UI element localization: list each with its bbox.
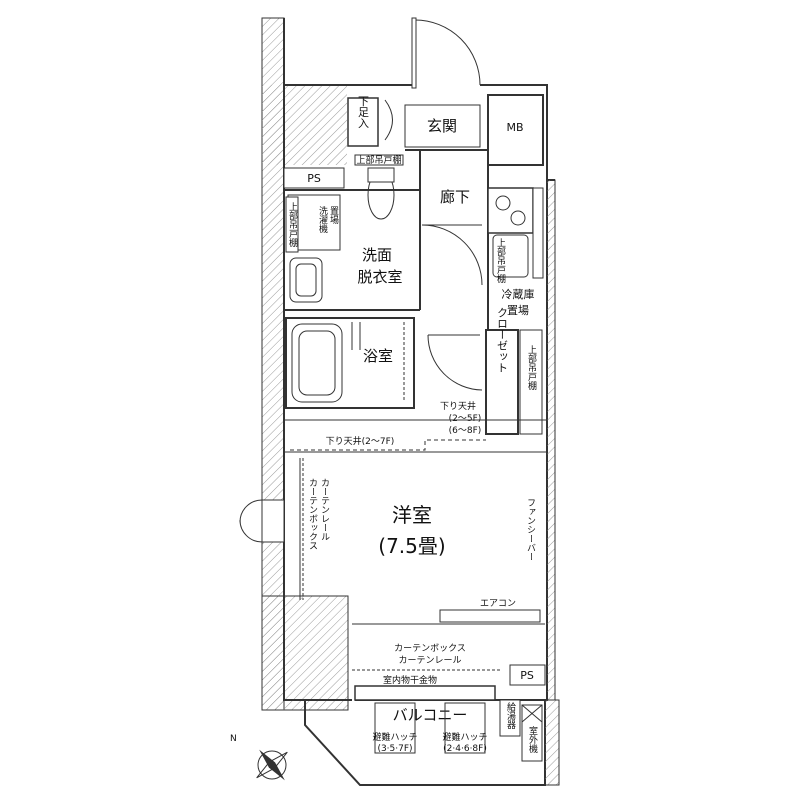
western-room: 洋室 (7.5畳) カーテンボックス カーテンレール ファンシーバー エアコン … [284,451,547,671]
label-outdoor-unit: 室外機 [527,725,538,754]
label-hatch-a1: 避難ハッチ [372,731,417,743]
entrance-door [411,17,481,89]
label-ps-bottom: PS [520,669,534,682]
label-curtain-rail-left: カーテンレール [319,478,330,541]
bottom-strip: 室内物干金物 PS [354,664,546,701]
label-water-heater: 給湯器 [505,701,516,729]
corridor: 廊下 [421,188,483,286]
label-curtain-box-bottom: カーテンボックス [394,643,466,654]
label-upper-right: 上部吊戸棚 [526,345,537,391]
kitchen: 上部吊戸棚 冷蔵庫 置場 [487,187,544,317]
label-ceiling1b: (6〜8F) [449,426,482,436]
label-upper-left: 上部吊戸棚 [287,202,298,248]
label-curtain-box-left: カーテンボックス [307,478,318,550]
label-ceiling1a: (2〜5F) [449,414,482,424]
ps-top: PS [283,167,345,189]
label-geta: 下足入 [357,96,370,129]
drop-ceiling: 下り天井 (2〜5F) (6〜8F) 下り天井(2〜7F) [284,400,547,451]
closet: クローゼット 上部吊戸棚 [427,307,543,435]
genkan-area: 玄関 MB [404,94,544,166]
toilet: 上部吊戸棚 [354,154,404,220]
label-curtain-rail-bottom: カーテンレール [398,655,461,666]
label-washer2: 置場 [328,206,339,225]
label-hatch-b1: 避難ハッチ [442,731,487,743]
washer-space: 洗濯機 置場 上部吊戸棚 [285,194,341,303]
label-genkan: 玄関 [427,117,457,135]
label-fridge2: 置場 [507,304,529,317]
label-indoor-dryer: 室内物干金物 [383,674,437,686]
label-fan-cover: ファンシーバー [525,498,536,561]
label-closet: クローゼット [496,307,509,373]
label-fridge1: 冷蔵庫 [502,287,535,301]
label-bath: 浴室 [363,347,393,365]
label-washer1: 洗濯機 [317,205,328,234]
label-upper-kitchen: 上部吊戸棚 [495,238,506,284]
label-rouka: 廊下 [440,188,470,206]
bathroom: 浴室 [285,317,415,409]
label-hatch-a2: (3·5·7F) [377,744,412,754]
label-youshitsu-size: (7.5畳) [378,534,445,558]
label-senmen1: 洗面 [362,246,392,264]
compass-icon: N [230,734,288,781]
label-upper-top: 上部吊戸棚 [356,154,401,166]
label-senmen2: 脱衣室 [357,268,402,286]
label-ceiling1: 下り天井 [440,400,476,412]
washroom-walls [284,149,489,330]
label-youshitsu: 洋室 [392,503,432,527]
label-north: N [230,734,237,744]
label-balcony: バルコニー [393,706,468,724]
label-ceiling2: 下り天井(2〜7F) [326,435,395,447]
label-mb: MB [506,121,523,134]
balcony: バルコニー 避難ハッチ (3·5·7F) 避難ハッチ (2·4·6·8F) 給湯… [304,699,560,786]
left-window [239,499,285,543]
shoe-storage: 下足入 [347,96,393,147]
label-aircon: エアコン [480,599,516,609]
label-hatch-b2: (2·4·6·8F) [443,744,487,754]
label-ps-top: PS [307,172,321,185]
